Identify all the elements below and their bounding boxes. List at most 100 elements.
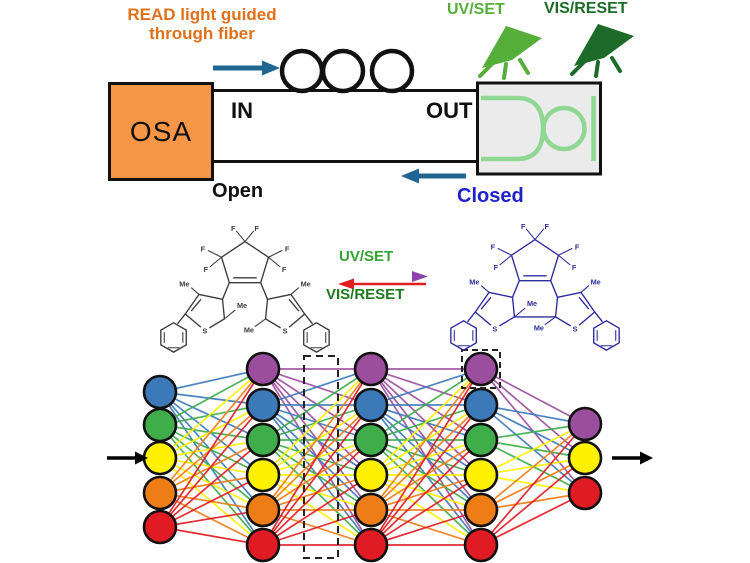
phenyl-right-double-bonds [596,330,617,347]
node-blue [245,387,281,423]
edge-red [159,474,264,528]
edge-orange [480,423,586,511]
uv-lamp-icon [478,26,542,80]
thiophene-left-double-bond [480,296,492,310]
reset-arrow-icon [338,278,426,290]
phenyl-bonds [466,311,604,323]
node-purple [463,351,499,387]
edge-red [370,368,482,546]
hidden-layer-dashed-box [303,355,339,559]
edge-red [159,439,264,528]
edge-green [159,424,264,441]
fluorine-label: F [204,265,209,274]
osa-box: OSA [108,82,214,181]
edge-red [262,474,372,546]
vis-lamp-icon [570,24,634,78]
read-light-label-line1: READ light guided [127,5,277,24]
fluorine-label: F [572,263,577,272]
edge-green [159,424,264,511]
edge-red [262,509,372,546]
network-nodes [142,351,603,563]
fluorine-label: F [491,242,496,251]
thiophene-left [474,291,516,330]
node-blue [353,387,389,423]
set-arrow-icon [340,271,428,282]
cyclopentene-ring [510,238,560,282]
open-label-bold: O [212,180,228,202]
fluorine-label: F [201,244,206,253]
methyl-label: Me [301,280,311,289]
node-purple [353,351,389,387]
ring-resonator [541,105,587,152]
fluorine-label: F [255,224,260,233]
methyl-label: Me [527,299,537,308]
edge-blue [370,368,482,406]
methyl-label: Me [237,301,247,310]
sulfur-bg [279,325,291,337]
node-green [142,407,178,443]
open-label-rest: pen [227,180,264,202]
edge-yellow [480,423,586,476]
edge-purple [480,368,586,425]
edge-orange [262,368,372,511]
ring-connectors [511,280,559,298]
open-state-label: Open [212,180,263,203]
read-light-label-line2: through fiber [149,24,255,43]
edge-blue [159,391,264,441]
edge-blue [159,391,264,511]
node-green [245,422,281,458]
edge-orange [159,368,264,494]
read-light-label: READ light guided through fiber [84,5,320,43]
sulfur-bg [569,323,581,335]
edge-red [262,368,372,546]
node-red [567,475,603,511]
edge-red [370,474,482,546]
edge-red [370,439,482,546]
sulfur-label: S [283,327,288,336]
edge-green [262,368,372,441]
fluorine-label: F [545,222,550,231]
node-yellow [245,457,281,493]
node-orange [245,492,281,528]
sulfur-bg [199,325,211,337]
methyl-label: Me [591,278,601,287]
output-arrow-head [640,451,653,465]
edge-green [159,424,264,546]
molecule-closed-form: F F F F F F S S Me Me Me Me [450,222,620,351]
node-orange [142,475,178,511]
thiophene-left [184,293,226,332]
fluorine-label: F [285,244,290,253]
node-yellow [353,457,389,493]
edge-green [159,404,264,426]
node-orange [353,492,389,528]
fluorine-label: F [575,242,580,251]
edge-blue [262,368,372,406]
phenyl-bonds [176,313,314,325]
edge-blue [159,391,264,406]
ring-connectors [221,282,269,300]
in-label: IN [231,98,253,123]
node-red [353,527,389,563]
edge-red [480,492,586,546]
edge-yellow [159,368,264,459]
phenyl-right [593,320,620,351]
fluorine-label: F [231,224,236,233]
methyl-label: Me [534,324,544,333]
closed-state-label: Closed [457,185,524,207]
osa-label: OSA [129,115,193,147]
edge-red [159,404,264,528]
methyl-label: Me [469,278,479,287]
fiber-loop [320,48,366,94]
sulfur-label: S [573,325,578,334]
node-purple [567,406,603,442]
node-orange [463,492,499,528]
edge-red [370,404,482,546]
node-green [463,422,499,458]
node-yellow [142,440,178,476]
edge-orange [370,368,482,511]
phenyl-left [450,320,477,351]
fiber-coil-icon [279,48,415,94]
input-arrow-head [135,451,148,465]
node-purple [245,351,281,387]
